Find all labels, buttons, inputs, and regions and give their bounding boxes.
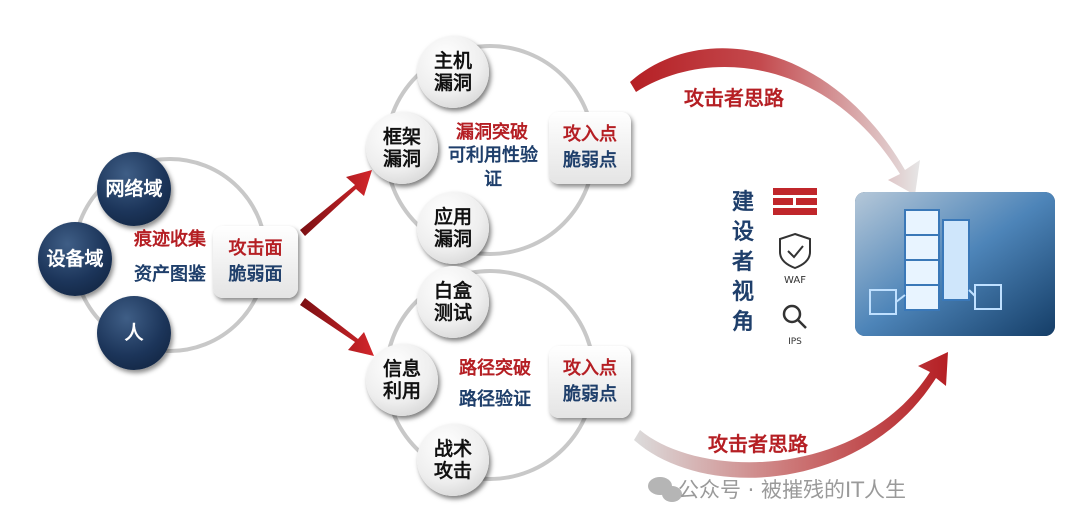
circle-network-domain: 网络域 <box>97 152 171 226</box>
top-box-red: 攻入点 <box>563 124 617 145</box>
arrow-to-top <box>300 170 372 236</box>
attacker-thinking-top: 攻击者思路 <box>684 86 784 110</box>
circle-device-domain: 设备域 <box>38 222 112 296</box>
circle-framework-vuln: 框架漏洞 <box>366 112 438 184</box>
watermark: 公众号 · 被摧残的IT人生 <box>678 478 907 502</box>
circle-whitebox-test: 白盒测试 <box>417 266 489 338</box>
top-box-blue: 脆弱点 <box>563 150 617 171</box>
circle-app-vuln: 应用漏洞 <box>417 192 489 264</box>
circle-tactical-attack: 战术攻击 <box>417 424 489 496</box>
left-center-red: 痕迹收集 <box>134 229 206 250</box>
builder-perspective: 建 设 者 视 角 <box>731 190 754 335</box>
bottom-box-red: 攻入点 <box>563 358 617 379</box>
left-box: 攻击面 脆弱面 <box>213 226 298 298</box>
bottom-center-blue: 路径验证 <box>459 389 531 410</box>
circle-host-vuln: 主机漏洞 <box>417 36 489 108</box>
top-center-blue: 可利用性验证 <box>448 145 538 190</box>
wechat-icon <box>648 477 682 502</box>
ips-magnifier-icon <box>782 304 807 329</box>
ips-label: IPS <box>788 337 802 347</box>
top-box: 攻入点 脆弱点 <box>549 112 631 184</box>
server-image <box>855 192 1055 336</box>
bottom-center-red: 路径突破 <box>459 358 531 379</box>
attacker-thinking-bottom: 攻击者思路 <box>708 432 808 456</box>
bottom-box: 攻入点 脆弱点 <box>549 346 631 418</box>
circle-info-use: 信息利用 <box>366 344 438 416</box>
top-center-red: 漏洞突破 <box>456 122 528 143</box>
attacker-arc-top <box>630 48 920 196</box>
attacker-arc-bottom <box>634 352 948 478</box>
bottom-box-blue: 脆弱点 <box>563 384 617 405</box>
left-center-blue: 资产图鉴 <box>134 264 206 285</box>
waf-shield-icon <box>779 232 811 270</box>
arrow-to-bottom <box>300 298 374 356</box>
waf-label: WAF <box>784 275 806 286</box>
left-box-red: 攻击面 <box>228 238 283 259</box>
firewall-icon <box>773 188 817 215</box>
left-box-blue: 脆弱面 <box>228 264 283 285</box>
circle-people: 人 <box>97 296 171 370</box>
